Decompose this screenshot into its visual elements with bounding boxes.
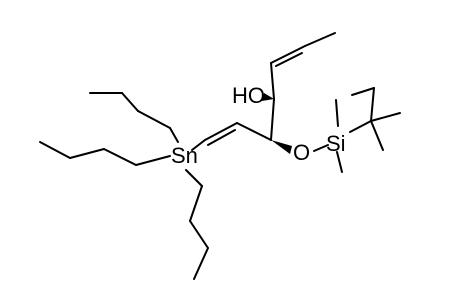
bond-butyl2-c1-c2 (103, 148, 137, 166)
bond-alkene-to-carbinol (270, 62, 275, 100)
bond-si-methyl-down (336, 151, 343, 173)
bond-si-tbutyl (349, 120, 372, 133)
bond-butyl2-c2-c3 (69, 148, 105, 159)
bond-alkene-lower-outer (204, 122, 238, 141)
bond-sn-butyl2-c1 (135, 155, 171, 166)
bond-tbutyl-branch-3 (370, 120, 384, 151)
wedge-bond-oxygen (271, 140, 292, 154)
wedge-bond-hydroxyl (262, 93, 274, 101)
bond-butyl1-c2-c3 (121, 92, 139, 112)
oxygen-label: O (293, 140, 310, 165)
bond-sn-butyl1-c1 (169, 127, 179, 143)
tin-label: Sn (171, 143, 198, 168)
bond-butyl3-c2-c3 (189, 220, 209, 249)
bond-alkene-top-inner (275, 52, 303, 67)
bond-butyl3-c1-c2 (189, 185, 203, 222)
bond-oxygen-silicon (313, 144, 329, 152)
bond-c4-c5 (270, 98, 275, 141)
bond-tbutyl-branch-2 (370, 112, 401, 122)
hydroxyl-label: HO (232, 83, 265, 108)
bond-butyl2-c3-c4 (39, 141, 71, 159)
silicon-label: Si (326, 131, 346, 156)
bond-sn-butyl3-c1 (185, 169, 203, 187)
bond-tbutyl-branch-1 (370, 87, 375, 122)
bond-si-methyl-up (335, 99, 339, 127)
bond-alkene-lower-inner (207, 129, 236, 146)
bond-c5-alkene (236, 122, 272, 141)
bond-tbutyl-methyl-top (351, 87, 375, 96)
bond-alkene-top-outer (270, 45, 306, 64)
bond-methyl-alkene (304, 32, 336, 47)
bond-butyl3-c3-c4 (193, 247, 209, 280)
bond-alkene-to-tin (191, 139, 206, 151)
bond-butyl1-c1-c2 (137, 110, 171, 129)
